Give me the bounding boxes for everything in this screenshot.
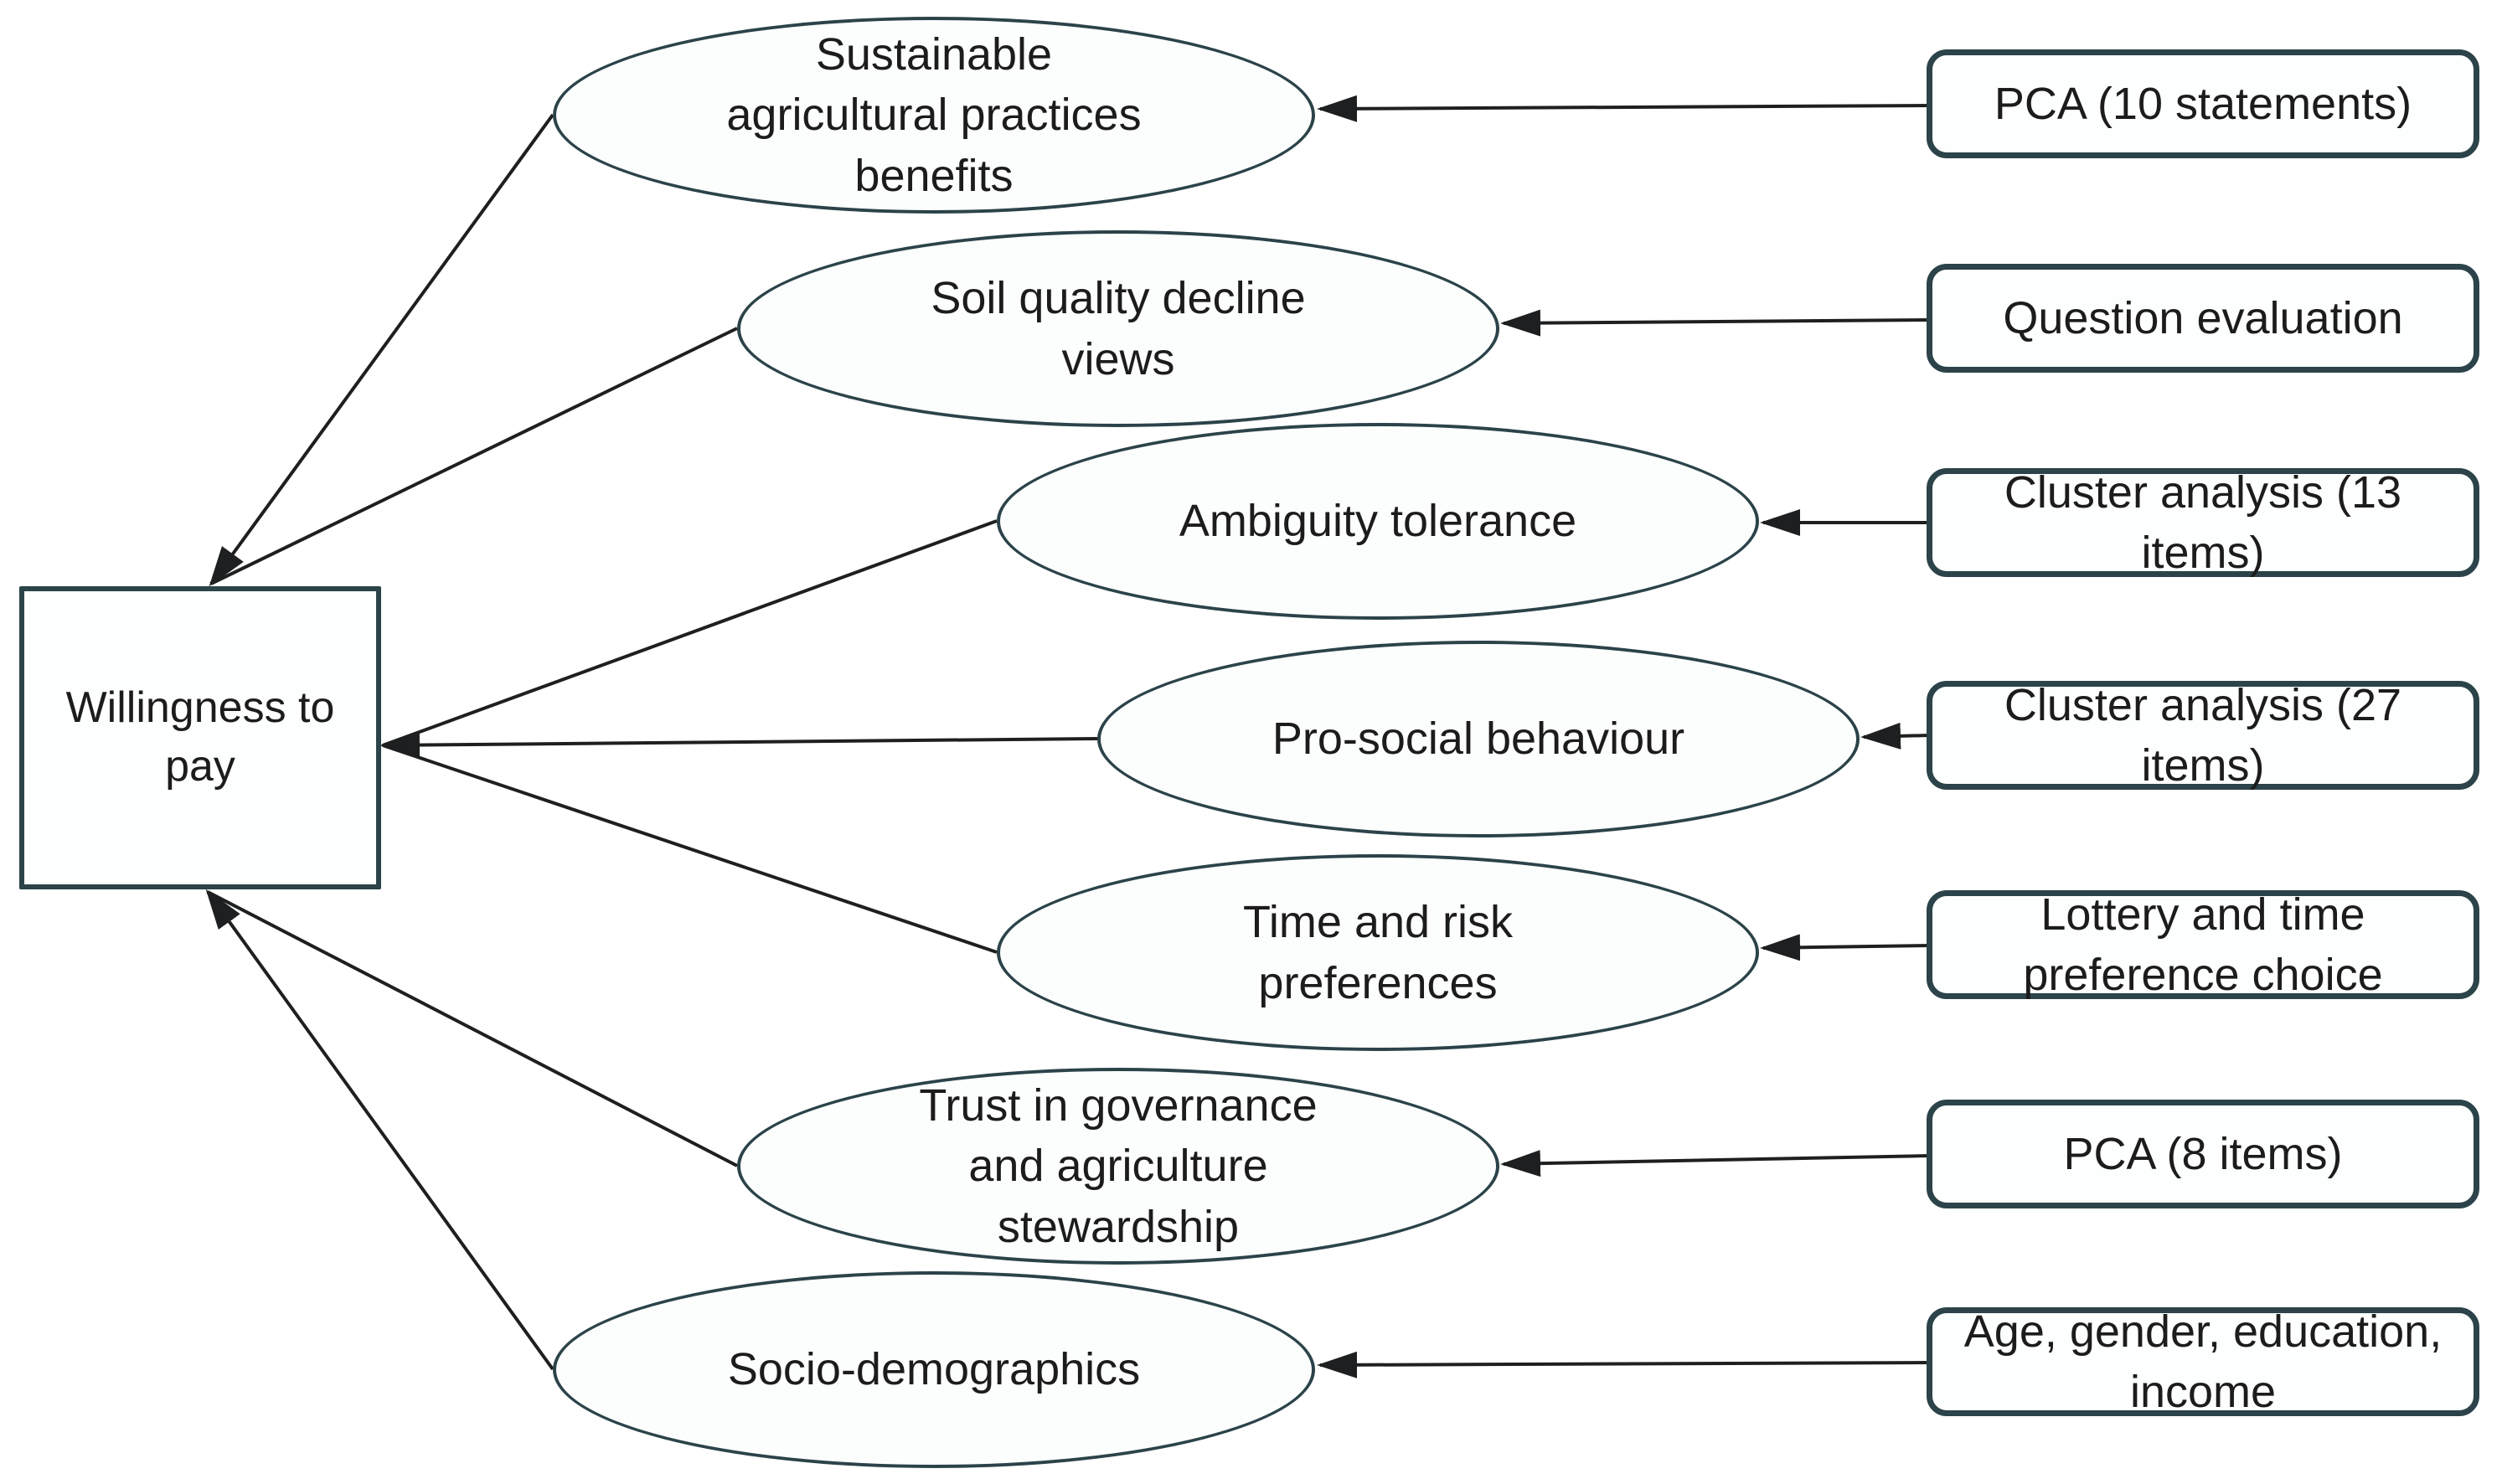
arrow-construct-3-to-outcome — [382, 519, 998, 747]
construct-ellipse-time-and-risk-preferences: Time and risk preferences — [997, 854, 1759, 1051]
construct-ellipse-sustainable-practices-benefits: Sustainable agricultural practices benef… — [553, 17, 1315, 214]
arrow-construct-5-to-outcome — [382, 744, 998, 954]
measurement-box-question-evaluation: Question evaluation — [1927, 264, 2479, 373]
arrow-measure-6-to-construct-6 — [1500, 1150, 1931, 1177]
arrow-measure-4-to-construct-4 — [1860, 722, 1931, 750]
measurement-box-lottery-time-preference-choice: Lottery and time preference choice — [1927, 889, 2479, 1000]
measurement-box-pca-8-items: PCA (8 items) — [1927, 1100, 2479, 1208]
arrow-construct-4-to-outcome — [379, 731, 1098, 759]
construct-ellipse-socio-demographics: Socio-demographics — [553, 1271, 1315, 1468]
arrow-measure-7-to-construct-7 — [1317, 1351, 1931, 1378]
measurement-box-cluster-analysis-13-items: Cluster analysis (13 items) — [1927, 467, 2479, 578]
measurement-box-pca-10-statements: PCA (10 statements) — [1927, 49, 2479, 158]
arrow-measure-1-to-construct-1 — [1317, 95, 1931, 122]
arrow-construct-2-to-outcome — [210, 327, 738, 585]
construct-ellipse-ambiguity-tolerance: Ambiguity tolerance — [997, 423, 1759, 620]
arrow-measure-2-to-construct-2 — [1500, 309, 1931, 337]
construct-ellipse-soil-quality-decline-views: Soil quality decline views — [737, 230, 1499, 427]
arrow-construct-7-to-outcome — [205, 889, 555, 1371]
willingness-to-pay-box: Willingness to pay — [19, 586, 381, 889]
arrow-measure-5-to-construct-5 — [1760, 934, 1931, 961]
measurement-box-cluster-analysis-27-items: Cluster analysis (27 items) — [1927, 680, 2479, 791]
arrow-construct-6-to-outcome — [207, 890, 738, 1167]
arrow-construct-1-to-outcome — [209, 113, 555, 587]
construct-ellipse-pro-social-behaviour: Pro-social behaviour — [1097, 641, 1860, 837]
construct-ellipse-trust-governance-stewardship: Trust in governance and agriculture stew… — [737, 1068, 1499, 1265]
measurement-box-age-gender-education-income: Age, gender, education, income — [1927, 1306, 2479, 1417]
